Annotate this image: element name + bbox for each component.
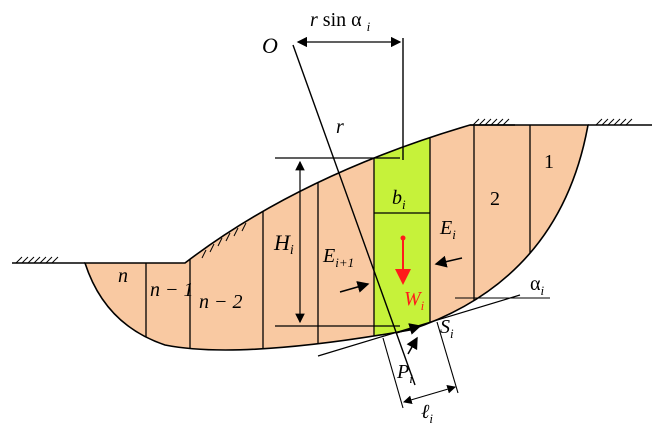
slice-label-n: n	[118, 265, 128, 287]
height-label: Hi	[273, 230, 294, 258]
slice-label-n-minus-2: n − 2	[199, 291, 243, 313]
normal-force-label: Pi	[396, 361, 413, 386]
slice-label-2: 2	[490, 188, 500, 210]
base-length-label: ℓi	[421, 401, 433, 426]
force-e-label: Ei	[439, 217, 456, 242]
shear-force-label: Si	[440, 316, 454, 341]
width-label: bi	[392, 187, 406, 212]
weight-point	[400, 235, 406, 241]
sliding-mass	[85, 125, 588, 350]
interslice-force-e-arrow	[434, 255, 463, 268]
slice-i-highlight	[374, 125, 430, 350]
height-dimension	[275, 157, 400, 327]
force-e-next-label: Ei+1	[322, 245, 354, 270]
ground-hatching	[15, 118, 633, 264]
slice-label-1: 1	[544, 151, 554, 173]
interslice-force-e-next-arrow	[339, 281, 370, 293]
base-length-dimension	[382, 321, 459, 409]
angle-label: αi	[530, 273, 544, 298]
shear-force-arrow	[395, 323, 422, 335]
slip-surface-outline	[83, 124, 589, 351]
radius-label: r	[336, 116, 344, 138]
slice-label-n-minus-1: n − 1	[150, 279, 194, 301]
moment-arm-label: r sin α i	[310, 9, 371, 34]
radius-line	[292, 44, 416, 386]
center-label: O	[262, 33, 278, 58]
normal-force-arrow	[406, 336, 418, 355]
weight-label: Wi	[404, 288, 425, 313]
